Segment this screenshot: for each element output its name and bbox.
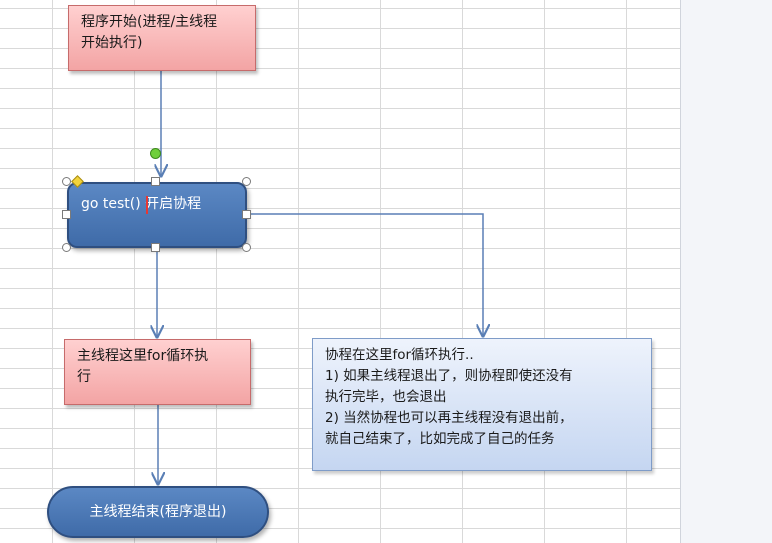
note-line-2: 1) 如果主线程退出了，则协程即使还没有 [325, 368, 573, 384]
node-start-line-2: 开始执行) [81, 35, 143, 51]
node-go-test[interactable]: go test() 开启协程 [67, 182, 247, 248]
rotate-handle[interactable] [150, 148, 161, 159]
resize-handle-bottom-left[interactable] [62, 243, 71, 252]
node-main-thread-loop[interactable]: 主线程这里for循环执 行 [64, 339, 251, 405]
resize-handle-left[interactable] [62, 210, 71, 219]
node-main-thread-end[interactable]: 主线程结束(程序退出) [47, 486, 269, 538]
note-line-3: 执行完毕，也会退出 [325, 389, 447, 405]
node-main-loop-line-1: 主线程这里for循环执 [77, 348, 209, 364]
resize-handle-top-right[interactable] [242, 177, 251, 186]
node-end-label: 主线程结束(程序退出) [89, 504, 227, 520]
note-line-5: 就自己结束了，比如完成了自己的任务 [325, 431, 555, 447]
resize-handle-bottom[interactable] [151, 243, 160, 252]
resize-handle-top[interactable] [151, 177, 160, 186]
note-line-4: 2) 当然协程也可以再主线程没有退出前， [325, 410, 573, 426]
node-main-loop-line-2: 行 [77, 369, 91, 385]
node-start-line-1: 程序开始(进程/主线程 [81, 14, 218, 30]
resize-handle-bottom-right[interactable] [242, 243, 251, 252]
sheet-right-margin [680, 0, 772, 543]
node-goroutine-note[interactable]: 协程在这里for循环执行.. 1) 如果主线程退出了，则协程即使还没有 执行完毕… [312, 338, 652, 471]
node-program-start[interactable]: 程序开始(进程/主线程 开始执行) [68, 5, 256, 71]
text-cursor [146, 196, 148, 214]
resize-handle-top-left[interactable] [62, 177, 71, 186]
note-line-1: 协程在这里for循环执行.. [325, 347, 474, 363]
node-go-test-label: go test() 开启协程 [81, 196, 202, 212]
resize-handle-right[interactable] [242, 210, 251, 219]
